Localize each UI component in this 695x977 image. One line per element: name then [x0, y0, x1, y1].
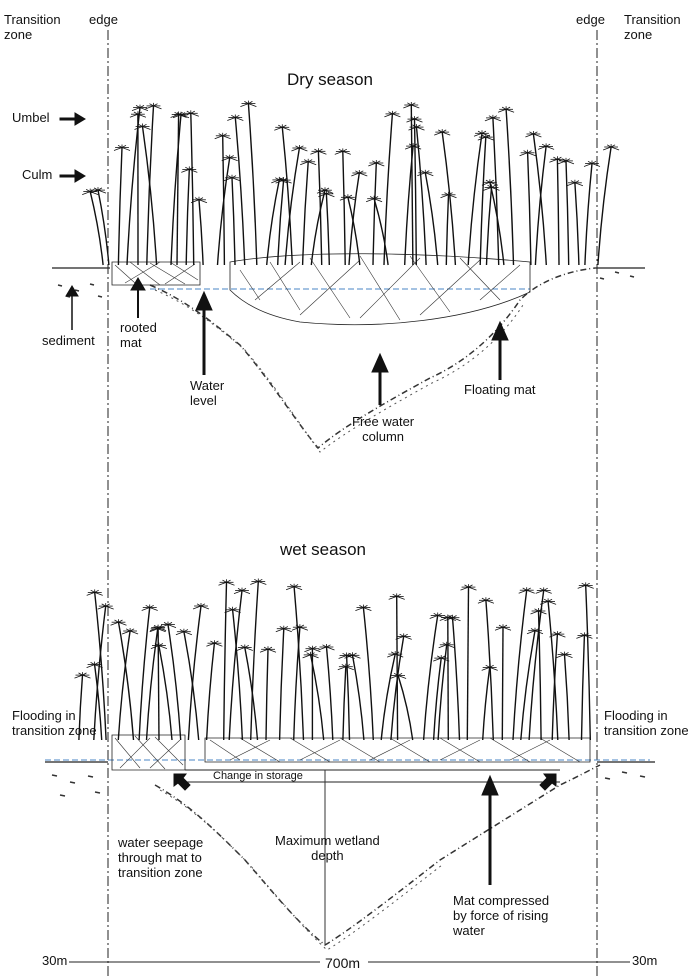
culm [566, 161, 569, 265]
culm [294, 587, 303, 740]
culm [397, 596, 398, 740]
culm [223, 136, 225, 265]
culm [381, 654, 395, 740]
mat-compressed-label: Mat compressed by force of rising water [453, 893, 549, 938]
culm [467, 587, 468, 740]
maximum-depth-label: Maximum wetland depth [275, 833, 380, 863]
culm [434, 658, 442, 740]
culm [483, 667, 490, 740]
culm [232, 178, 235, 265]
scale-left-label: 30m [40, 953, 69, 968]
culm [191, 113, 194, 265]
dry-papyrus-stand [82, 101, 619, 265]
culm [565, 655, 570, 740]
culm [235, 118, 244, 266]
water-seepage-label: water seepage through mat to transition … [118, 835, 203, 880]
culm [373, 163, 376, 265]
free-water-column-label: Free water column [352, 414, 414, 444]
flooding-left-label: Flooding in transition zone [12, 708, 97, 738]
scale-right-label: 30m [630, 953, 659, 968]
culm [468, 133, 482, 265]
culm [343, 151, 345, 265]
culm [251, 582, 259, 741]
edge-right-label: edge [576, 12, 605, 27]
culm [280, 629, 284, 740]
culm [448, 618, 449, 741]
wet-season-title: wet season [280, 540, 366, 560]
culm [575, 183, 579, 265]
culm [248, 104, 256, 265]
water-level-label: Water level [190, 378, 224, 408]
dry-season-panel [52, 101, 645, 452]
rooted-mat-label: rooted mat [120, 320, 157, 350]
floating-mat-label: Floating mat [464, 382, 536, 397]
culm-arrow [60, 170, 85, 182]
culm [118, 148, 122, 266]
culm [557, 159, 559, 265]
culm [528, 153, 531, 265]
culm [285, 148, 299, 265]
culm [343, 667, 346, 740]
transition-zone-left-label: Transition zone [4, 12, 61, 42]
culm [199, 200, 203, 265]
edge-left-label: edge [89, 12, 118, 27]
culm [303, 162, 309, 265]
flooding-right-label: Flooding in transition zone [604, 708, 689, 738]
culm [327, 647, 333, 740]
culm [353, 655, 364, 740]
culm [586, 585, 591, 740]
culm [480, 137, 486, 265]
culm [487, 187, 492, 265]
change-in-storage-label: Change in storage [213, 770, 303, 783]
culm [186, 169, 189, 265]
culm [502, 627, 503, 740]
culm [453, 618, 460, 740]
seepage-arrow [174, 774, 190, 790]
culm [177, 115, 179, 266]
umbel-label: Umbel [12, 110, 50, 125]
culm [582, 635, 585, 740]
culm [90, 192, 103, 265]
culm [417, 127, 427, 265]
wet-compressed-mat [205, 738, 590, 762]
culm [506, 109, 513, 265]
culm [224, 582, 227, 740]
dry-season-title: Dry season [287, 70, 373, 90]
culm [446, 195, 448, 265]
culm [598, 147, 611, 265]
culm [119, 622, 134, 740]
dry-sediment [58, 272, 634, 297]
culm [171, 115, 181, 265]
culm [424, 616, 438, 741]
culm [513, 590, 527, 740]
transition-zone-right-label: Transition zone [624, 12, 681, 42]
culm [585, 164, 592, 266]
culm [425, 173, 437, 265]
umbel-arrow [60, 113, 85, 125]
culm-label: Culm [22, 167, 52, 182]
culm [266, 649, 268, 740]
dry-rooted-mat [112, 262, 200, 285]
culm [267, 180, 280, 265]
sediment-label: sediment [42, 333, 95, 348]
scale-center-label: 700m [323, 955, 362, 971]
culm [398, 676, 413, 741]
culm [159, 646, 172, 740]
culm [207, 643, 215, 740]
culm [98, 190, 109, 265]
culm [363, 608, 373, 740]
wet-papyrus-stand [75, 579, 594, 741]
culm [415, 119, 417, 265]
culm [278, 180, 284, 265]
culm [493, 118, 499, 265]
wet-season-panel [45, 579, 655, 951]
